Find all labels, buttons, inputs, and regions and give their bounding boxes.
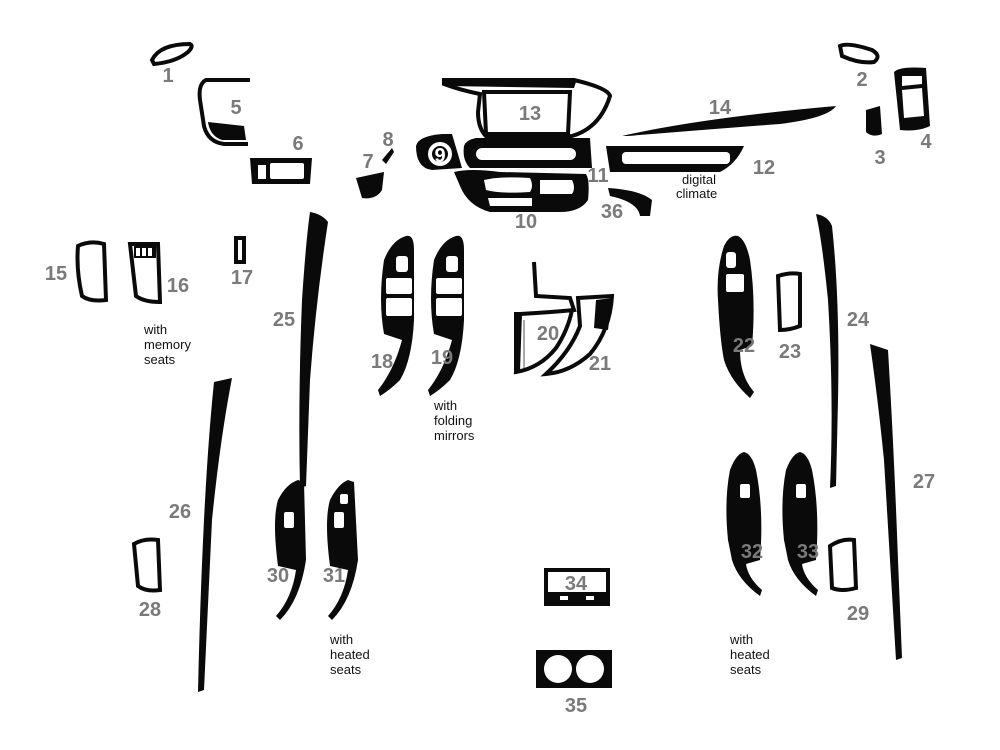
part-label-35: 35 (565, 695, 587, 717)
part-5-shape (197, 78, 250, 146)
part-22-shape (717, 235, 754, 398)
note-line: with (433, 398, 457, 413)
note-folding-mirrors: with folding mirrors (433, 398, 475, 443)
part-11-shape (463, 138, 592, 168)
part-17-shape (234, 236, 246, 264)
part-label-6: 6 (292, 133, 303, 155)
part-label-27: 27 (913, 471, 935, 493)
part-3-shape (866, 106, 882, 136)
part-label-12: 12 (753, 157, 775, 179)
part-label-2: 2 (856, 69, 867, 91)
note-line: climate (676, 186, 717, 201)
part-label-4: 4 (920, 131, 932, 153)
part-label-8: 8 (382, 129, 393, 151)
note-heated-seats-right: with heated seats (729, 632, 770, 677)
part-label-33: 33 (797, 541, 819, 563)
note-line: heated (730, 647, 770, 662)
part-7-shape (356, 172, 384, 199)
part-label-20: 20 (537, 323, 559, 345)
part-label-1: 1 (162, 65, 173, 87)
part-label-25: 25 (273, 309, 295, 331)
note-line: with (729, 632, 753, 647)
part-label-23: 23 (779, 341, 801, 363)
part-label-3: 3 (874, 147, 885, 169)
part-23-shape (775, 271, 802, 333)
part-36-shape (608, 188, 652, 216)
part-label-7: 7 (362, 151, 373, 173)
note-digital-climate: digital climate (676, 172, 717, 201)
part-label-19: 19 (431, 347, 453, 369)
part-label-28: 28 (139, 599, 161, 621)
part-label-10: 10 (515, 211, 537, 233)
part-label-15: 15 (45, 263, 67, 285)
part-1-shape (149, 41, 194, 67)
part-13-shape (442, 78, 613, 141)
part-label-17: 17 (231, 267, 253, 289)
note-line: folding (434, 413, 472, 428)
part-2-shape (837, 42, 880, 65)
note-line: memory (144, 337, 191, 352)
part-10-shape (454, 170, 589, 212)
part-15-shape (75, 240, 109, 303)
part-label-16: 16 (167, 275, 189, 297)
part-33-shape (782, 452, 818, 596)
part-24-shape (816, 214, 839, 488)
part-9-shape (416, 134, 462, 170)
part-label-14: 14 (709, 97, 732, 119)
part-label-9: 9 (434, 145, 445, 167)
part-34-shape (544, 568, 610, 606)
part-31-shape (327, 480, 358, 620)
part-29-shape (827, 537, 859, 592)
part-19-shape (428, 235, 464, 396)
part-label-26: 26 (169, 501, 191, 523)
part-28-shape (131, 537, 163, 593)
part-label-13: 13 (519, 103, 541, 125)
note-line: seats (330, 662, 362, 677)
part-27-shape (870, 344, 902, 660)
part-21-shape (540, 293, 615, 377)
part-12-shape (606, 146, 744, 172)
note-line: with (329, 632, 353, 647)
part-label-24: 24 (847, 309, 870, 331)
part-18-shape (378, 235, 414, 396)
part-6-shape (250, 158, 312, 184)
part-label-5: 5 (230, 97, 241, 119)
part-14-shape (622, 106, 836, 136)
part-26-shape (198, 378, 232, 692)
part-35-shape (536, 650, 612, 688)
part-label-30: 30 (267, 565, 289, 587)
note-line: with (143, 322, 167, 337)
part-label-29: 29 (847, 603, 869, 625)
part-label-32: 32 (741, 541, 763, 563)
part-label-31: 31 (323, 565, 345, 587)
part-label-36: 36 (601, 201, 623, 223)
note-line: seats (730, 662, 762, 677)
part-label-21: 21 (589, 353, 611, 375)
part-label-22: 22 (733, 335, 755, 357)
part-30-shape (275, 480, 306, 620)
note-line: seats (144, 352, 176, 367)
part-25-shape (299, 212, 328, 488)
note-heated-seats-left: with heated seats (329, 632, 370, 677)
part-label-11: 11 (587, 165, 608, 187)
part-16-shape (127, 242, 163, 305)
part-32-shape (726, 452, 762, 596)
part-4-shape (894, 67, 930, 131)
note-line: heated (330, 647, 370, 662)
part-label-18: 18 (371, 351, 393, 373)
note-memory-seats: with memory seats (143, 322, 191, 367)
note-line: digital (682, 172, 716, 187)
part-8-shape (382, 148, 394, 164)
part-label-34: 34 (565, 573, 588, 595)
note-line: mirrors (434, 428, 475, 443)
part-20-shape (513, 261, 577, 375)
